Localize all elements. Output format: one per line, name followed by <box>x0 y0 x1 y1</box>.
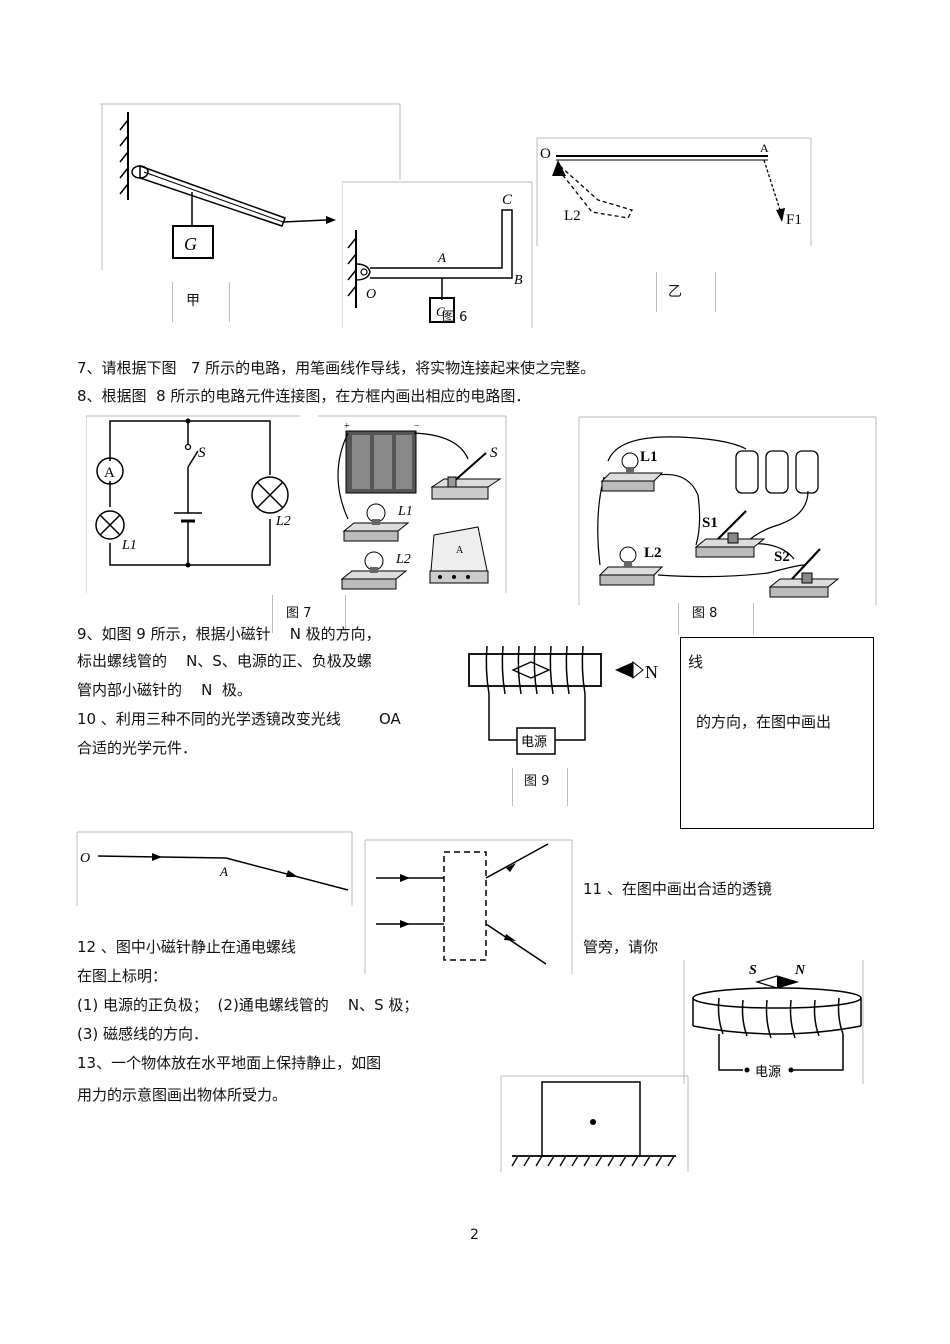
bracket-label-c: C <box>502 192 513 208</box>
question-12-line1: 12 、图中小磁针静止在通电螺线 <box>77 938 296 956</box>
question-8: 8、根据图 8 所示的电路元件连接图，在方框内画出相应的电路图． <box>77 387 531 405</box>
figure9-solenoid: 电源 N <box>468 645 658 755</box>
fig8-s2-label: S2 <box>774 549 790 565</box>
question-7: 7、请根据下图 7 所示的电路，用笔画线作导线，将实物连接起来使之完整。 <box>77 359 596 377</box>
question-9-line2: 标出螺线管的 N、S、电源的正、负极及螺 <box>77 652 372 670</box>
question-12-line3: (1) 电源的正负极； (2)通电螺线管的 N、S 极； <box>77 996 419 1014</box>
bracket-label-o: O <box>366 287 376 302</box>
question-11: 11 、在图中画出合适的透镜 <box>583 880 772 898</box>
batteries-icon <box>735 450 819 494</box>
question-13-line1: 13、一个物体放在水平地面上保持静止，如图 <box>77 1054 382 1072</box>
question-12-right1: 管旁，请你 <box>583 938 659 956</box>
fig7-ammeter-label: A <box>104 465 115 481</box>
bulb-l2-icon <box>340 551 408 590</box>
figure6-yi-caption: 乙 <box>668 284 682 300</box>
fig8-switch-s1-icon <box>694 510 766 558</box>
question-10-right2: 的方向，在图中画出 <box>696 713 832 731</box>
figure6-caption: 图 6 <box>442 310 468 325</box>
figure6-bracket: C A B O G <box>342 181 533 328</box>
figure13-block-on-ground <box>500 1075 689 1172</box>
fig12-n-label: N <box>794 963 806 978</box>
figure8-caption: 图 8 <box>692 606 718 621</box>
page-number: 2 <box>470 1227 479 1243</box>
fig7-photo-a-label: A <box>456 545 464 556</box>
figure7-circuit-diagram: A L1 L2 S <box>86 415 300 593</box>
fig10-label-o: O <box>80 851 90 866</box>
question-10-line2: 合适的光学元件． <box>77 739 198 757</box>
battery-pack-icon: + − <box>344 421 420 494</box>
fig9-power-label: 电源 <box>521 734 547 749</box>
question-13-line2: 用力的示意图画出物体所受力。 <box>77 1086 288 1104</box>
figure8-components: L1 L2 S1 S2 <box>578 416 877 605</box>
question-9-line1: 9、如图 9 所示，根据小磁针 N 极的方向， <box>77 625 381 643</box>
yi-label-a: A <box>760 141 769 155</box>
fig8-bulb-l1-icon <box>600 452 664 492</box>
figure6-jia-caption: 甲 <box>186 293 200 309</box>
knife-switch-icon <box>430 452 502 500</box>
bracket-label-a: A <box>437 250 446 265</box>
fig8-bulb-l2-icon <box>598 546 664 586</box>
figure12-solenoid: S N 电源 <box>683 960 864 1084</box>
jia-weight-label: G <box>184 234 197 254</box>
fig7-l1-label: L1 <box>121 538 137 553</box>
figure10-ray-oa: O A <box>76 831 353 906</box>
answer-box <box>680 637 874 829</box>
fig7-switch-label: S <box>198 445 206 461</box>
figure9-caption: 图 9 <box>524 774 550 789</box>
question-9-line3: 管内部小磁针的 N 极。 <box>77 681 252 699</box>
bracket-label-g: G <box>436 304 446 319</box>
yi-label-l2: L2 <box>564 208 581 224</box>
bracket-label-b: B <box>514 273 523 288</box>
fig12-power-label: 电源 <box>755 1064 781 1079</box>
fig8-switch-s2-icon <box>768 548 840 598</box>
question-12-line4: (3) 磁感线的方向． <box>77 1025 209 1043</box>
question-12-line2: 在图上标明： <box>77 967 168 985</box>
ammeter-icon <box>429 526 489 584</box>
fig9-needle-n-label: N <box>645 662 658 682</box>
fig7-l2-label: L2 <box>275 514 291 529</box>
figure7-components: + − S L1 L2 A <box>318 415 507 593</box>
fig12-s-label: S <box>749 963 757 978</box>
fig7-photo-l1-label: L1 <box>397 504 413 519</box>
fig8-s1-label: S1 <box>702 515 718 531</box>
yi-label-o: O <box>540 146 551 162</box>
fig10-label-a: A <box>219 864 228 879</box>
fig7-photo-s-label: S <box>490 445 498 461</box>
figure6-yi-lever: O A L2 F1 <box>536 137 812 246</box>
svg-text:−: − <box>414 421 420 432</box>
svg-text:+: + <box>344 421 350 432</box>
figure7-caption: 图 7 <box>286 606 312 621</box>
bulb-l1-icon <box>342 503 410 542</box>
fig7-photo-l2-label: L2 <box>395 552 411 567</box>
figure11-lens-box <box>364 839 573 974</box>
question-10-line1: 10 、利用三种不同的光学透镜改变光线 OA <box>77 710 401 728</box>
yi-label-f1: F1 <box>786 212 802 228</box>
question-10-right1: 线 <box>688 653 704 671</box>
fig8-l1-label: L1 <box>640 449 658 465</box>
figure6-jia-lever: G <box>100 103 401 270</box>
fig8-l2-label: L2 <box>644 545 662 561</box>
